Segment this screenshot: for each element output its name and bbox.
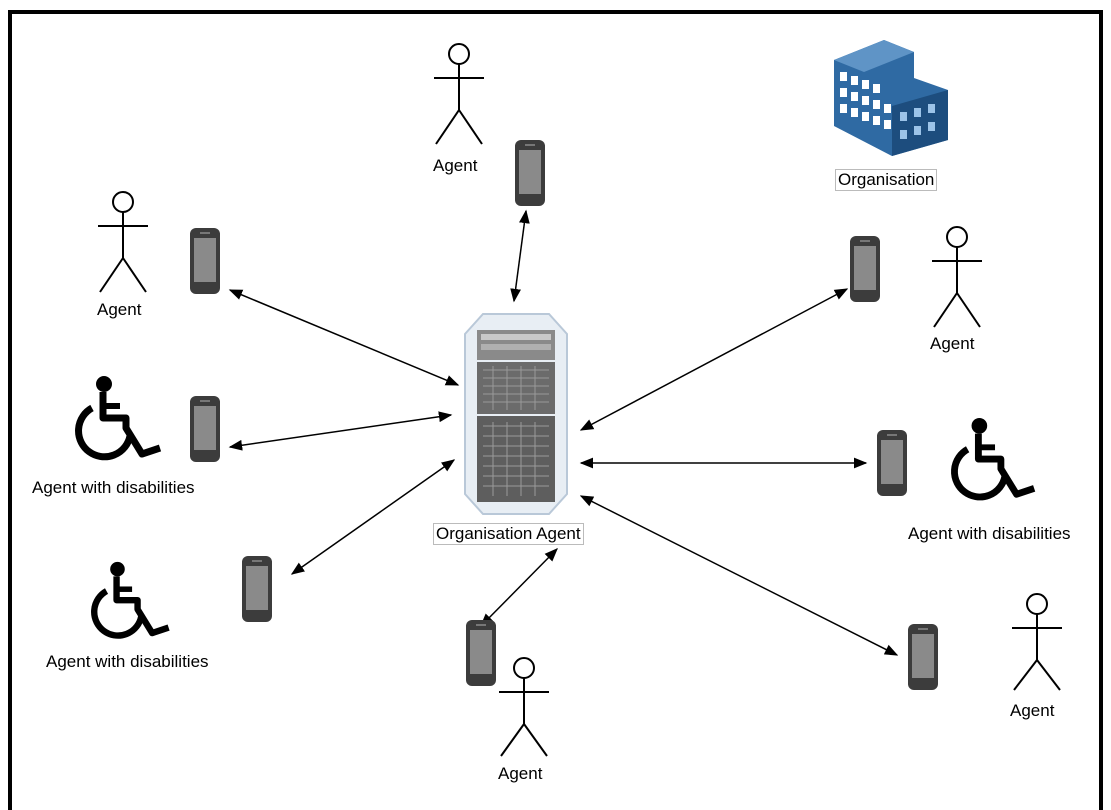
server-rack-icon [464,313,568,515]
agent-top [432,42,486,151]
phone-bottom [464,618,498,693]
phone-left-bottom [240,554,274,629]
mobile-phone-icon [242,556,272,622]
stick-figure-icon [499,657,549,757]
agent-right-bottom [1010,592,1064,701]
agent-disabled-left-bottom-label: Agent with disabilities [46,652,209,672]
mobile-phone-icon [190,228,220,294]
mobile-phone-icon [908,624,938,690]
wheelchair-icon [75,376,162,461]
agent-bottom-label: Agent [498,764,543,784]
phone-right-bottom [906,622,940,697]
organisation-label: Organisation [835,169,938,191]
agent-disabled-right-label: Agent with disabilities [908,524,1071,544]
stick-figure-icon [98,191,148,293]
agent-top-label: Agent [433,156,478,176]
mobile-phone-icon [515,140,545,206]
mobile-phone-icon [850,236,880,302]
mobile-phone-icon [877,430,907,496]
office-building-icon [834,40,948,156]
phone-left-middle [188,394,222,469]
agent-disabled-left-top-label: Agent with disabilities [32,478,195,498]
wheelchair-icon [951,417,1036,501]
agent-bottom [497,656,551,765]
organisation-building [830,36,952,158]
agent-disabled-left-top [72,374,170,471]
agent-disabled-left-bottom [80,560,186,649]
mobile-phone-icon [466,620,496,686]
stick-figure-icon [932,226,982,328]
agent-left-top-label: Agent [97,300,142,320]
wheelchair-icon [91,561,170,639]
organisation-agent-label: Organisation Agent [433,523,584,545]
mobile-phone-icon [190,396,220,462]
phone-right-middle [875,428,909,503]
phone-right-top [848,234,882,309]
agent-right-top [930,225,984,334]
agent-disabled-right [946,416,1046,511]
stick-figure-icon [1012,593,1062,691]
agent-right-bottom-label: Agent [1010,701,1055,721]
agent-left-top [96,190,150,299]
agent-right-top-label: Agent [930,334,975,354]
phone-left-top [188,226,222,301]
phone-top [513,138,547,213]
organisation-agent-server [463,312,569,516]
stick-figure-icon [434,43,484,145]
